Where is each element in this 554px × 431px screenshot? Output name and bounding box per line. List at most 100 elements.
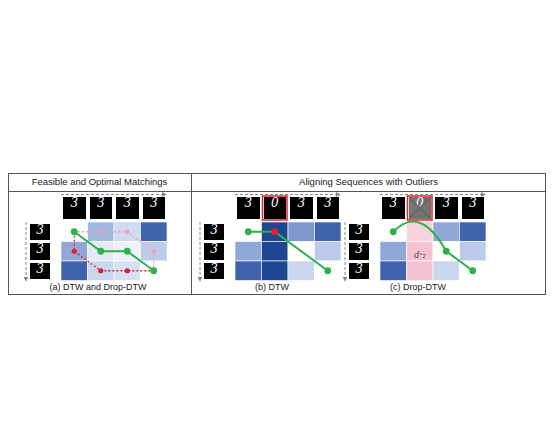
cost-cell [262,242,289,262]
panel-caption: (a) DTW and Drop-DTW [33,282,163,293]
path-dot [124,248,131,255]
digit-image: 0 [409,197,432,219]
digit-glyph: 3 [349,243,369,261]
optimal-path [393,221,473,270]
digit-glyph: 3 [116,197,139,215]
digit-glyph: 3 [349,224,369,242]
digit-image: 3 [204,243,224,260]
path-dot [98,268,103,273]
digit-image: 3 [237,197,260,219]
digit-image: 3 [63,197,86,219]
path-dot [150,267,157,274]
digit-image: 3 [116,197,139,219]
digit-image: 3 [143,197,166,219]
sequence-arrow [26,222,27,281]
path-dot [97,248,104,255]
digit-image: 3 [30,243,50,260]
cost-cell [235,261,262,281]
digit-glyph: 3 [30,224,50,242]
digit-glyph: 3 [317,197,340,215]
digit-glyph: 0 [409,197,432,215]
sequence-arrow [345,222,346,281]
drop-cell [407,242,434,262]
digit-image: 3 [290,197,313,219]
digit-glyph: 3 [30,243,50,261]
digit-glyph: 3 [204,263,224,281]
path-dot [469,267,476,274]
cost-cell [262,261,289,281]
drop-cell [407,261,434,281]
path-dot [71,228,78,235]
digit-image: 3 [382,197,405,219]
math-label: dˣ₂ [407,250,433,261]
digit-glyph: 3 [63,197,86,215]
digit-image: 3 [30,263,50,280]
path-dot [72,249,77,254]
figure-border [9,174,546,295]
dropped-shade [409,197,432,219]
panel-caption: (c) Drop-DTW [368,282,468,293]
path-dot [125,230,129,234]
path-dot [99,230,103,234]
optimal-path [248,232,328,271]
path-dot [443,248,450,255]
cost-cell [141,222,168,242]
digit-glyph: 3 [143,197,166,215]
panel-caption: (b) DTW [222,282,322,293]
cost-cell [315,242,342,262]
digit-glyph: 3 [90,197,113,215]
digit-glyph: 3 [30,263,50,281]
path-dot [245,228,252,235]
digit-glyph: 3 [462,197,485,215]
outlier-box [263,196,288,220]
cost-cell [380,261,407,281]
digit-image: 3 [204,263,224,280]
digit-image: 3 [30,224,50,241]
digit-glyph: 3 [237,197,260,215]
digit-glyph: 3 [349,263,369,281]
outlier-box [408,196,433,220]
sequence-arrow [235,194,340,195]
cost-cell [288,222,315,242]
sequence-arrow [61,194,166,195]
drop-cross [410,198,431,218]
cost-cell [61,261,88,281]
cost-cell [288,261,315,281]
panel-section: Aligning Sequences with Outliers30333333… [191,173,546,295]
feasible-path [74,232,154,271]
digit-glyph: 3 [382,197,405,215]
digit-image: 3 [462,197,485,219]
digit-image: 3 [349,243,369,260]
digit-image: 3 [317,197,340,219]
digit-image: 3 [349,263,369,280]
panel-section: Feasible and Optimal Matchings3333333 [8,173,191,295]
path-dot [390,228,397,235]
cost-cell [460,222,487,242]
digit-image: 3 [435,197,458,219]
sequence-arrow [380,194,485,195]
cost-cell [235,242,262,262]
panel-divider [191,174,192,295]
drop-cell [407,222,434,242]
cost-cell [380,242,407,262]
path-dot [125,268,130,273]
path-dot [152,249,156,253]
digit-glyph: 3 [204,243,224,261]
path-dot [324,267,331,274]
digit-image: 0 [264,197,287,219]
cost-cell [433,261,460,281]
optimal-path [74,232,154,271]
sequence-arrow [200,222,201,281]
drop-cross [410,198,431,218]
outlier-dot [271,228,278,235]
header-rule [9,191,546,192]
digit-glyph: 3 [290,197,313,215]
digit-glyph: 0 [264,197,287,215]
digit-image: 3 [204,224,224,241]
digit-glyph: 3 [435,197,458,215]
digit-image: 3 [349,224,369,241]
digit-image: 3 [90,197,113,219]
panel-heading: Feasible and Optimal Matchings [8,173,191,191]
cost-cell [460,242,487,262]
